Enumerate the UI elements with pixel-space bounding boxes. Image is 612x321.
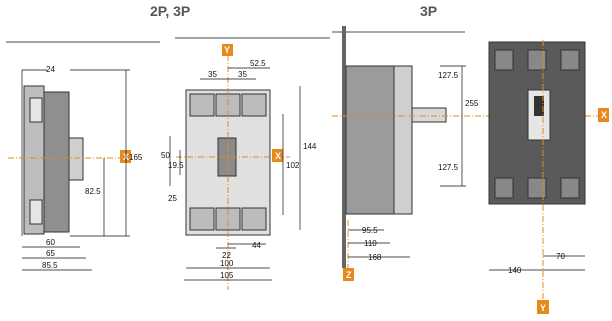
dim-19-5: 19.5 — [168, 161, 184, 170]
axis-badge-x-left — [120, 150, 131, 163]
front-view-3p: X Y 70 140 — [488, 40, 609, 314]
header-right: 3P — [420, 3, 437, 19]
breaker-body-side-3p — [345, 65, 395, 215]
axis-badge-z — [343, 268, 354, 281]
handle-side-3p — [411, 107, 447, 123]
side-view-3p: Z 127.5 255 127.5 95.5 110 168 — [332, 26, 600, 281]
panel-plate — [342, 26, 346, 268]
dim-60: 60 — [46, 238, 55, 247]
dim-82-5: 82.5 — [85, 187, 101, 196]
axis-label-x-mid: X — [275, 151, 281, 161]
axis-badge-x-right — [598, 108, 609, 122]
toggle-handle-side — [68, 137, 84, 181]
dim-35-b: 35 — [238, 70, 247, 79]
dim-24: 24 — [46, 65, 55, 74]
dim-255: 255 — [465, 99, 479, 108]
dim-70: 70 — [556, 252, 565, 261]
dim-35-a: 35 — [208, 70, 217, 79]
dim-95-5: 95.5 — [362, 226, 378, 235]
axis-label-x-right: X — [601, 110, 607, 120]
header-left: 2P, 3P — [150, 3, 190, 19]
axis-badge-y-mid — [222, 44, 233, 56]
dim-85-5: 85.5 — [42, 261, 58, 270]
dim-102: 102 — [286, 161, 300, 170]
dim-22: 22 — [222, 251, 231, 260]
breaker-body-side — [43, 91, 70, 233]
dim-140: 140 — [508, 266, 522, 275]
dim-105: 105 — [220, 271, 234, 280]
dim-144: 144 — [303, 142, 317, 151]
axis-label-y-mid: Y — [224, 45, 230, 55]
dim-110: 110 — [364, 239, 377, 248]
dim-52-5: 52.5 — [250, 59, 266, 68]
dim-127-5-a: 127.5 — [438, 71, 459, 80]
dim-168: 168 — [368, 253, 382, 262]
axis-badge-y-right — [537, 300, 549, 314]
dim-165: 165 — [129, 153, 143, 162]
side-view-2p3p: X 24 165 82.5 60 65 85.5 — [6, 41, 160, 271]
axis-label-y-right: Y — [540, 303, 546, 313]
dim-44: 44 — [252, 241, 261, 250]
dim-50: 50 — [161, 151, 170, 160]
axis-badge-x-mid — [272, 149, 283, 162]
dim-100: 100 — [220, 259, 234, 268]
front-view-2p3p: Y X 52.5 35 35 144 102 50 19.5 25 22 44 … — [161, 37, 330, 290]
axis-label-z: Z — [346, 270, 352, 280]
dim-127-5-b: 127.5 — [438, 163, 459, 172]
dim-65: 65 — [46, 249, 55, 258]
dim-25: 25 — [168, 194, 177, 203]
